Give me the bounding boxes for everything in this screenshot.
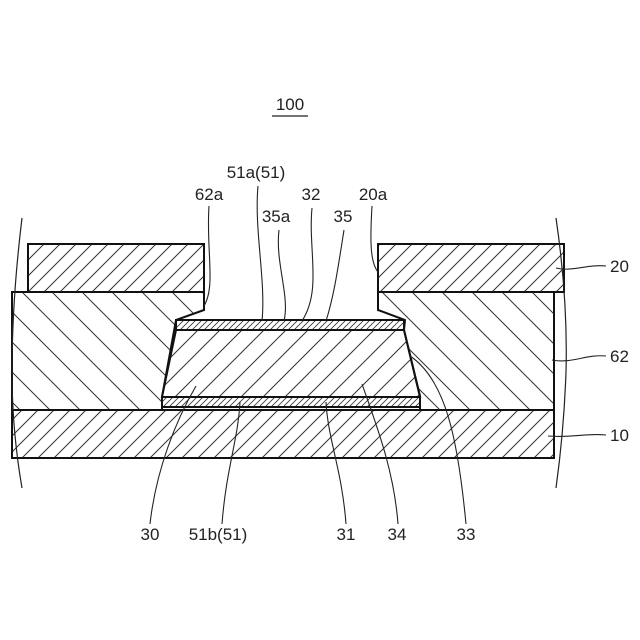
leader-20a [371,206,378,272]
element-30-body [162,330,420,397]
leader-32 [302,208,313,321]
label-51b: 51b(51) [189,525,248,544]
label-62a: 62a [195,185,224,204]
label-20a: 20a [359,185,388,204]
film-51a [176,320,404,330]
label-31: 31 [337,525,356,544]
label-10: 10 [610,426,629,445]
label-32: 32 [302,185,321,204]
label-35a: 35a [262,207,291,226]
leader-35a [278,230,285,321]
layer-10 [12,410,554,458]
label-51a: 51a(51) [227,163,286,182]
layer-20-right [378,244,564,292]
label-33: 33 [457,525,476,544]
label-30: 30 [141,525,160,544]
label-20: 20 [610,257,629,276]
leader-62 [552,356,606,361]
label-34: 34 [388,525,407,544]
leader-35 [326,230,344,321]
film-51b [162,397,420,407]
leader-10 [548,435,606,437]
label-35: 35 [334,207,353,226]
layer-20-left [28,244,204,292]
figure-ref-label: 100 [276,95,304,114]
label-62: 62 [610,347,629,366]
